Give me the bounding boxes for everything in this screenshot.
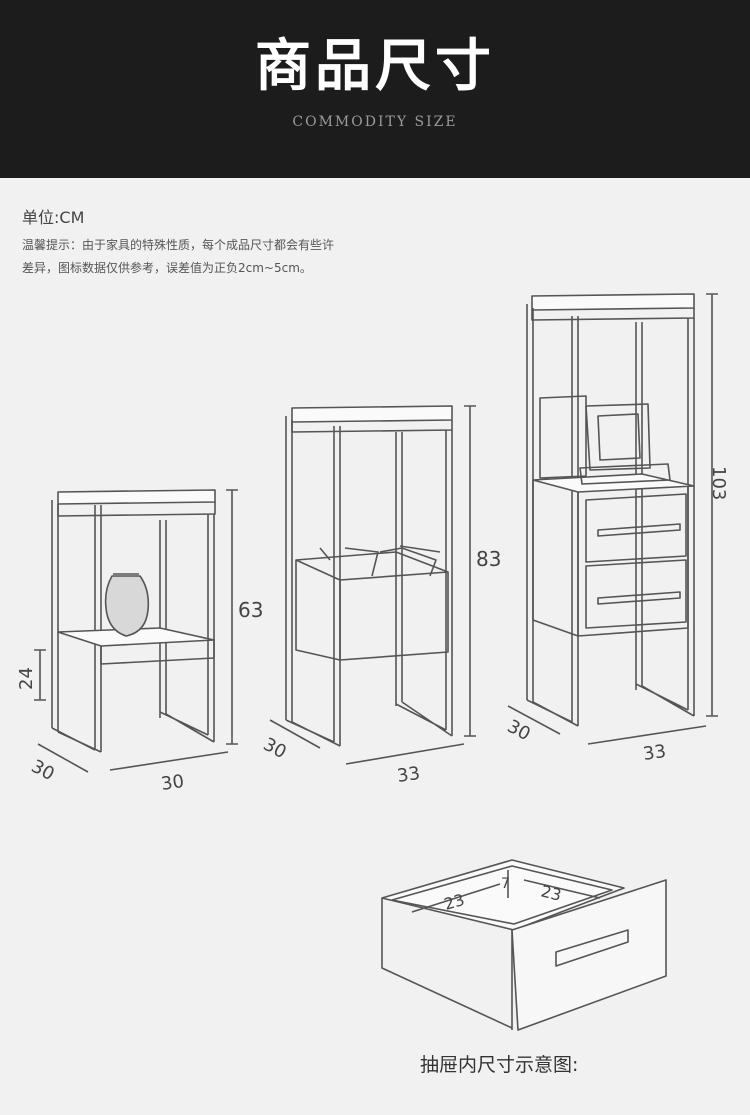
page-header: 商品尺寸 COMMODITY SIZE (0, 0, 750, 178)
product-3-drawing (507, 293, 718, 745)
product-2-drawing (269, 405, 476, 765)
drawer-caption: 抽屉内尺寸示意图: (420, 1054, 579, 1076)
product-3-height-label: 103 (708, 466, 729, 500)
drawer-inner-right-label: 23 (539, 881, 563, 904)
product-1-depth-label: 30 (28, 756, 58, 785)
product-1-height-label: 63 (238, 598, 263, 622)
product-3-depth-label: 30 (504, 716, 534, 745)
product-2-width-label: 33 (396, 763, 422, 787)
drawer-detail-drawing (381, 859, 667, 1031)
tip-note: 温馨提示：由于家具的特殊性质，每个成品尺寸都会有些许 差异，图标数据仅供参考，误… (22, 234, 422, 280)
product-1-shelf-height-label: 24 (16, 667, 37, 690)
tip-note-line-2: 差异，图标数据仅供参考，误差值为正负2cm~5cm。 (22, 261, 312, 275)
product-1-width-label: 30 (160, 771, 186, 795)
drawer-inner-depth-label: 7 (501, 876, 510, 892)
product-2-height-label: 83 (476, 547, 501, 571)
tip-note-line-1: 温馨提示：由于家具的特殊性质，每个成品尺寸都会有些许 (22, 238, 335, 252)
page-subtitle: COMMODITY SIZE (292, 114, 458, 130)
page-title: 商品尺寸 (255, 33, 495, 99)
product-3-width-label: 33 (642, 741, 668, 765)
unit-label: 单位:CM (22, 208, 85, 227)
product-2-depth-label: 30 (260, 734, 290, 763)
drawer-inner-left-label: 23 (442, 890, 467, 914)
product-1-drawing (34, 489, 238, 773)
